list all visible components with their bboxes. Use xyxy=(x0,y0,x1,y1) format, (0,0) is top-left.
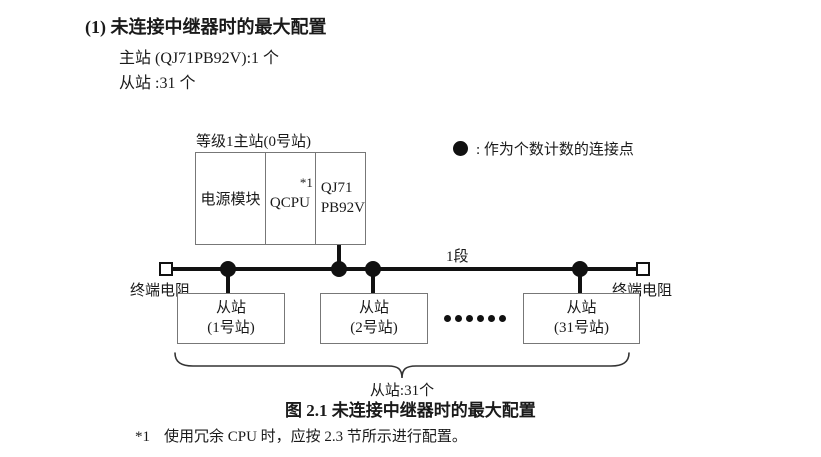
slave-station-box-2: 从站 (2号站) xyxy=(320,293,428,344)
slave-count-line: 从站 :31 个 xyxy=(119,75,196,92)
slave2-drop-line xyxy=(371,270,375,294)
terminating-resistor-right xyxy=(636,262,650,276)
footnote: *1 使用冗余 CPU 时，应按 2.3 节所示进行配置。 xyxy=(135,425,467,446)
terminating-resistor-left xyxy=(159,262,173,276)
master-count-line: 主站 (QJ71PB92V):1 个 xyxy=(119,50,280,67)
slave1-name: 从站 xyxy=(215,300,246,316)
slave-station-box-31: 从站 (31号站) xyxy=(523,293,640,344)
connection-point-dot xyxy=(572,261,588,277)
connection-point-dot xyxy=(331,261,347,277)
power-module-cell: 电源模块 xyxy=(196,153,266,244)
ellipsis-dots xyxy=(444,315,506,322)
figure-caption: 图 2.1 未连接中继器时的最大配置 xyxy=(285,401,536,420)
slave1-station: (1号站) xyxy=(207,319,255,336)
slave-count-label: 从站:31个 xyxy=(369,383,435,399)
legend-text: : 作为个数计数的连接点 xyxy=(476,142,634,158)
pb92v-module-cell: QJ71 PB92V xyxy=(316,153,365,244)
cpu-module-cell: *1 QCPU xyxy=(266,153,316,244)
cpu-module-label: QCPU xyxy=(269,195,310,211)
master-station-label: 等级1主站(0号站) xyxy=(196,134,311,150)
terminating-resistor-left-label: 终端电阻 xyxy=(130,283,191,299)
slave2-name: 从站 xyxy=(358,300,389,316)
footnote-marker: *1 xyxy=(135,429,150,445)
connection-point-dot xyxy=(220,261,236,277)
slave31-name: 从站 xyxy=(566,300,597,316)
slave-station-box-1: 从站 (1号站) xyxy=(177,293,285,344)
slave2-station: (2号站) xyxy=(350,319,398,336)
master-station-box: 电源模块 *1 QCPU QJ71 PB92V xyxy=(195,152,366,245)
footnote-text: 使用冗余 CPU 时，应按 2.3 节所示进行配置。 xyxy=(164,429,467,445)
slave31-station: (31号站) xyxy=(554,319,609,336)
footnote-ref-marker: *1 xyxy=(299,175,313,190)
section-heading: (1) 未连接中继器时的最大配置 xyxy=(85,17,327,37)
slave31-drop-line xyxy=(578,270,582,294)
slave1-drop-line xyxy=(226,270,230,294)
pb92v-module-line1: QJ71 xyxy=(320,180,353,196)
pb92v-module-line2: PB92V xyxy=(320,199,365,216)
legend: : 作为个数计数的连接点 xyxy=(453,138,634,159)
connection-point-dot xyxy=(365,261,381,277)
master-drop-line xyxy=(337,245,341,268)
bus-line xyxy=(167,267,645,271)
connection-point-icon xyxy=(453,141,468,156)
slave-count-brace xyxy=(174,352,630,379)
segment-label: 1段 xyxy=(446,249,469,265)
